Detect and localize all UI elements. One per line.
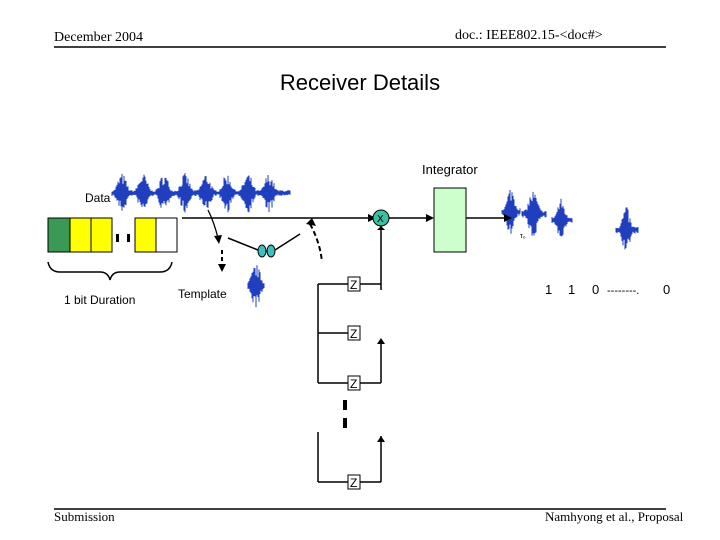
data-label: Data bbox=[85, 191, 111, 205]
bit-duration-brace bbox=[47, 261, 173, 281]
mixer-label: X bbox=[377, 214, 384, 225]
delay-chain: Z Z Z Z bbox=[317, 276, 385, 490]
z-label-4: Z bbox=[350, 476, 357, 490]
output-waveform-2 bbox=[521, 191, 547, 236]
header-doc-id: doc.: IEEE802.15-<doc#> bbox=[455, 28, 603, 43]
integrator-label: Integrator bbox=[422, 162, 478, 177]
switch-lead-left bbox=[227, 237, 259, 251]
bit-ellipsis: --------. bbox=[607, 285, 639, 297]
register-cell-empty bbox=[155, 217, 178, 253]
dashed-switch-arrowhead bbox=[306, 218, 316, 226]
output-waveform-3 bbox=[551, 198, 573, 237]
z-to-mixer-arrowhead bbox=[377, 226, 385, 230]
dashed-switch-link bbox=[309, 223, 323, 263]
integrator-output-arrow bbox=[504, 214, 512, 222]
bit-1: 1 bbox=[545, 282, 552, 297]
register-cell-3 bbox=[134, 217, 157, 253]
waveform-trace bbox=[551, 198, 573, 237]
register-cell-1 bbox=[69, 217, 92, 253]
bit-last: 0 bbox=[663, 282, 670, 297]
switch-contact-right bbox=[266, 244, 276, 258]
dashed-template-arrowhead bbox=[218, 264, 226, 272]
z-label-3: Z bbox=[350, 377, 357, 391]
integrator-box bbox=[433, 187, 467, 253]
register-cell-green bbox=[47, 217, 71, 253]
register-to-switch-arrow bbox=[207, 209, 219, 239]
tau-label: τ₀ bbox=[520, 233, 526, 240]
slide-title: Receiver Details bbox=[279, 70, 441, 95]
register-cell-2 bbox=[90, 217, 113, 253]
template-waveform bbox=[247, 265, 265, 308]
waveform-trace bbox=[615, 207, 639, 250]
shift-register bbox=[47, 217, 178, 253]
chain-dot-1 bbox=[343, 400, 347, 410]
output-waveform-1 bbox=[501, 190, 521, 234]
z-label-2: Z bbox=[350, 327, 357, 341]
bit-3: 0 bbox=[592, 282, 599, 297]
chain-dot-2 bbox=[343, 418, 347, 428]
output-waveform-4 bbox=[615, 207, 639, 250]
switch-lever bbox=[274, 233, 301, 251]
ellipsis-dot-1 bbox=[116, 234, 119, 242]
footer-submission: Submission bbox=[54, 509, 115, 524]
waveform-trace bbox=[111, 173, 291, 213]
mixer-output-arrow bbox=[426, 214, 434, 222]
register-to-switch-arrowhead bbox=[214, 235, 222, 244]
data-line-arrow bbox=[368, 214, 376, 222]
template-label: Template bbox=[178, 287, 227, 301]
z2-arrowhead bbox=[377, 338, 385, 344]
bit-duration-label: 1 bit Duration bbox=[64, 293, 135, 307]
waveform-trace bbox=[521, 191, 547, 236]
header-date: December 2004 bbox=[54, 30, 144, 45]
waveform-trace bbox=[501, 190, 521, 234]
bit-2: 1 bbox=[568, 282, 575, 297]
z-label-1: Z bbox=[350, 278, 357, 292]
waveform-trace bbox=[247, 265, 265, 308]
footer-authors: Namhyong et al., Proposal bbox=[545, 509, 684, 524]
z4-arrowhead bbox=[377, 436, 385, 442]
ellipsis-dot-2 bbox=[127, 234, 130, 242]
switch-contact-left bbox=[257, 244, 267, 258]
decoded-bits: 1 1 0 --------. 0 bbox=[545, 282, 670, 297]
data-waveform bbox=[111, 173, 291, 213]
